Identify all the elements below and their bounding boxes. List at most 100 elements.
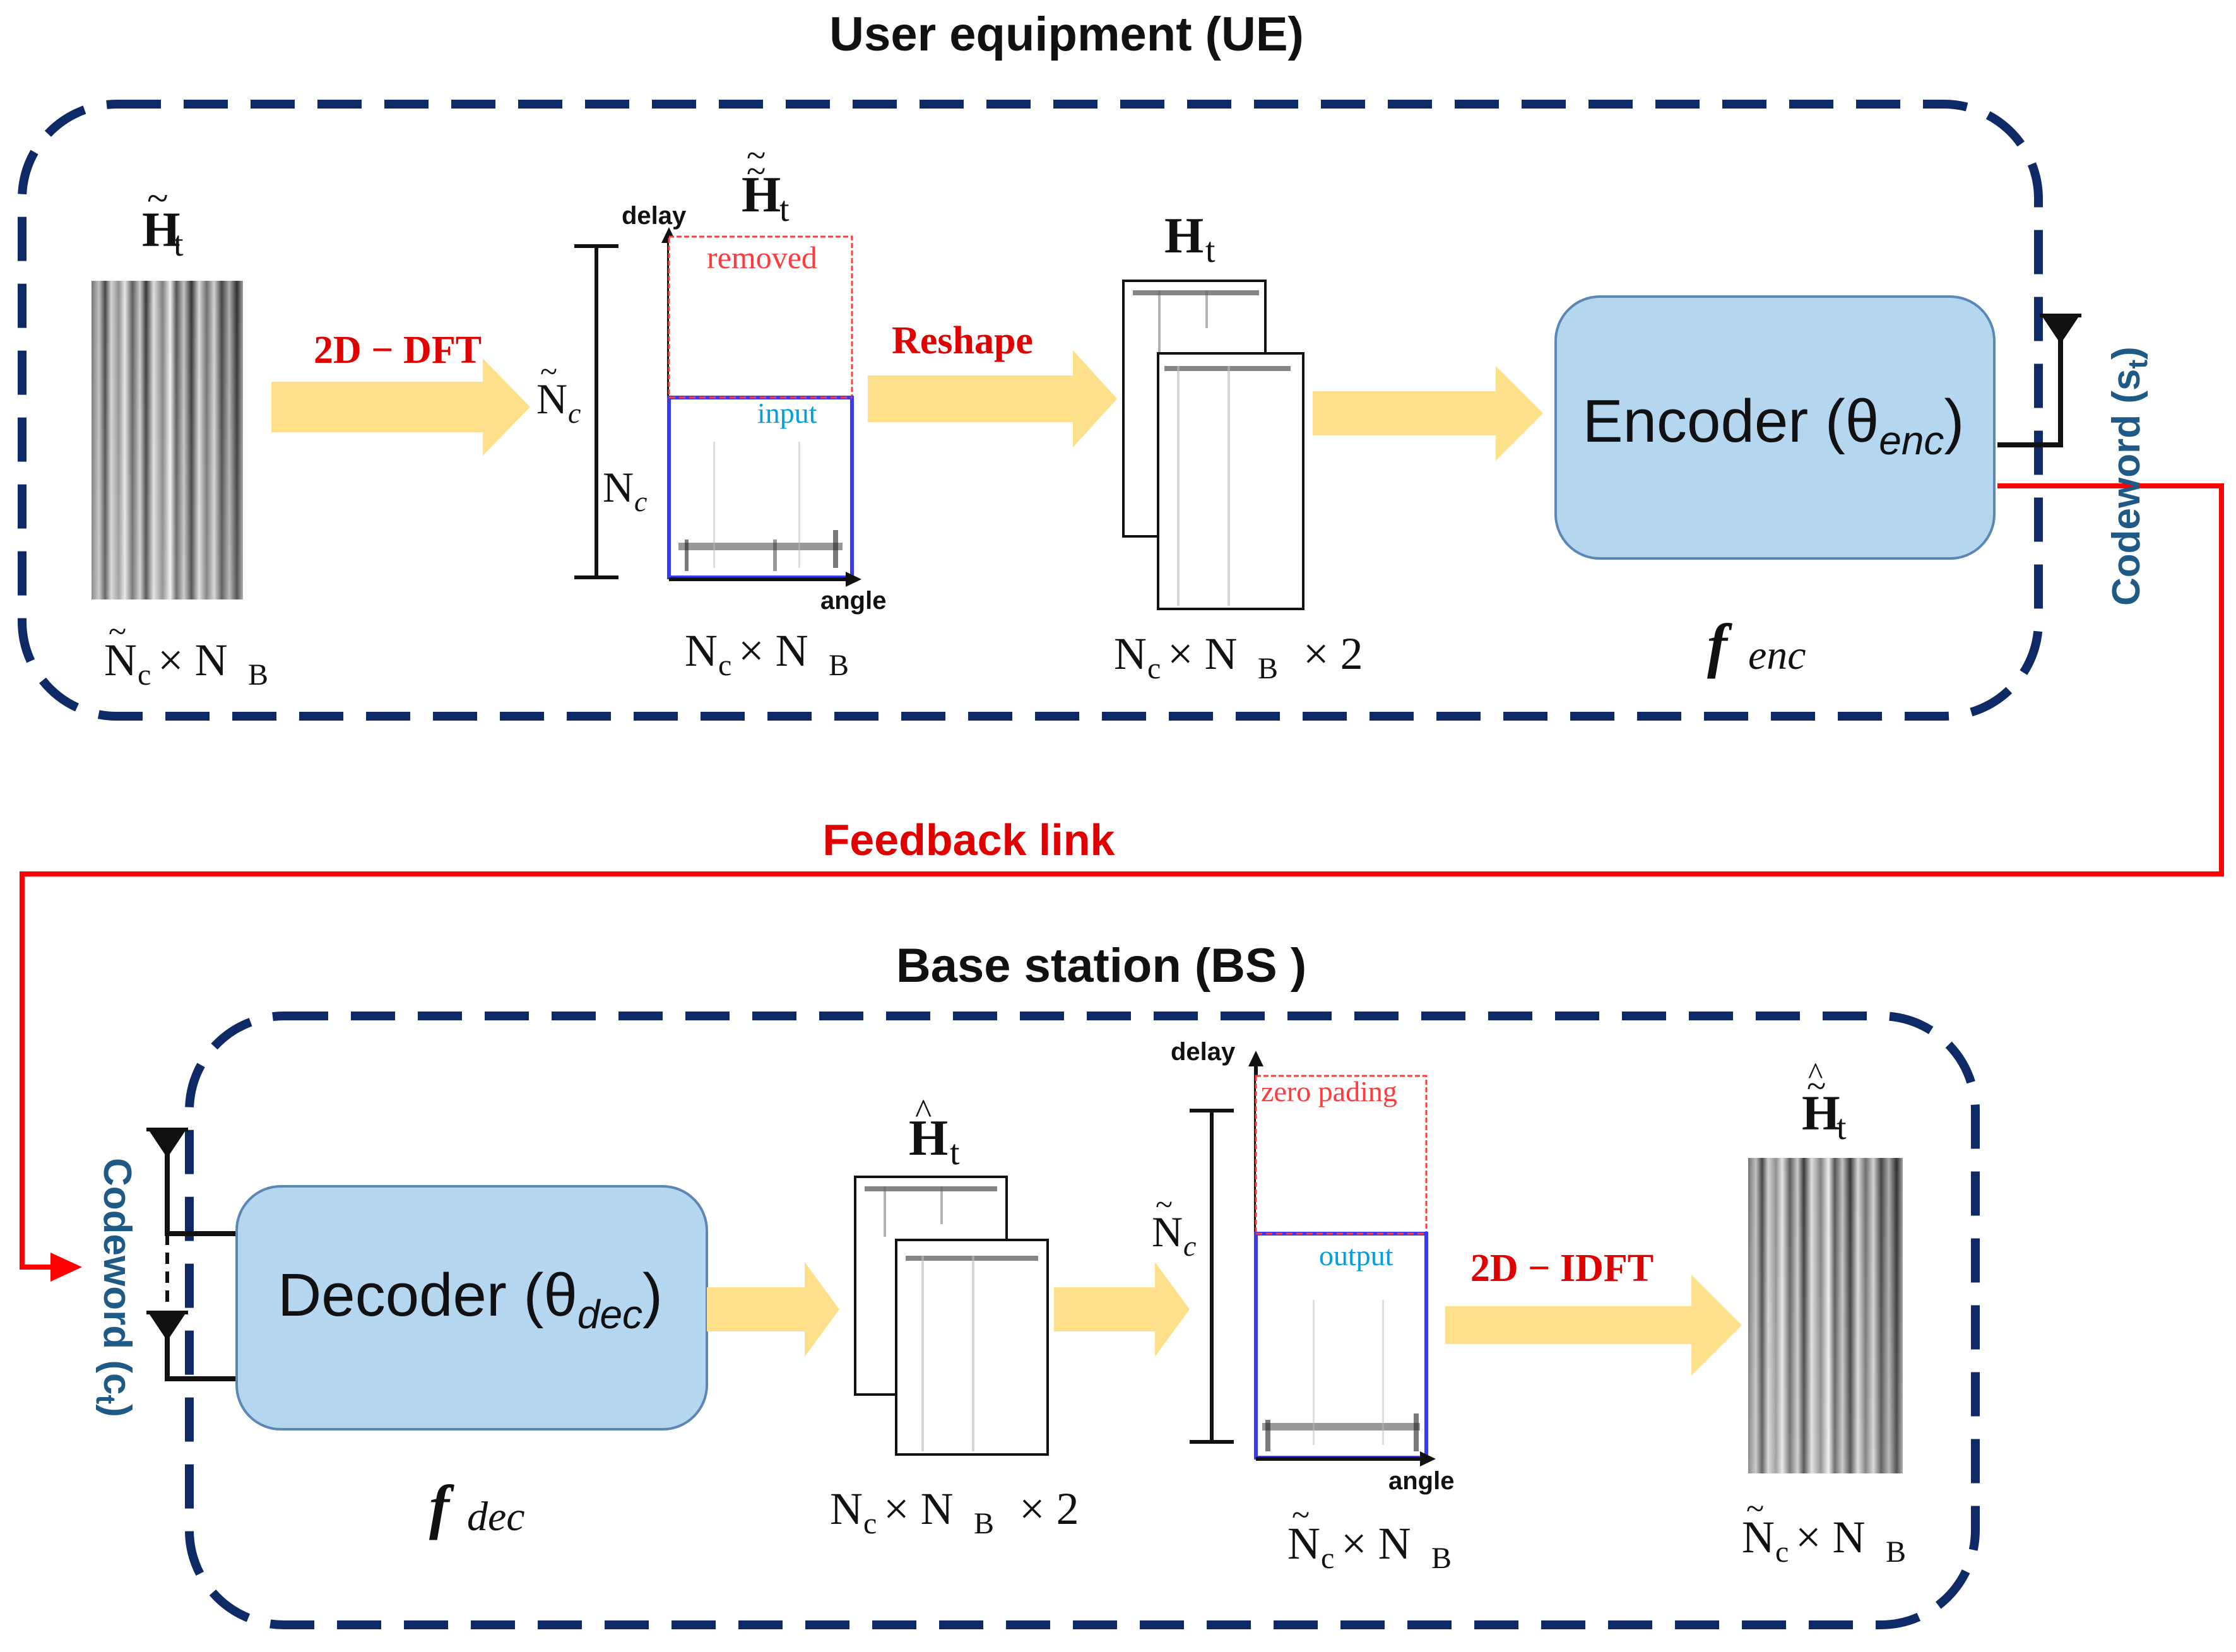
svg-text:~: ~ [540, 353, 557, 389]
svg-text:~: ~ [109, 614, 126, 650]
ue-antenna-icon [1997, 314, 2081, 447]
svg-text:~: ~ [147, 177, 169, 220]
ue-arrow-reshape-label: Reshape [892, 319, 1033, 362]
ue-dim-label-1: N ~ c × N B [104, 614, 268, 692]
bs-zero-pad-region [1255, 1075, 1428, 1235]
svg-text:~: ~ [747, 136, 766, 175]
svg-text:× N: × N [158, 635, 228, 685]
svg-text:Encoder (θenc): Encoder (θenc) [1583, 387, 1965, 463]
ue-title: User equipment (UE) [829, 8, 1304, 61]
svg-text:× N: × N [884, 1484, 954, 1534]
svg-text:H: H [142, 202, 180, 257]
svg-text:N: N [1742, 1512, 1775, 1562]
bs-hhat-frames: H t ^ [854, 1092, 1049, 1456]
svg-text:B: B [829, 649, 849, 682]
svg-text:H: H [909, 1111, 948, 1166]
svg-text:N: N [1287, 1518, 1320, 1569]
svg-text:B: B [248, 658, 268, 692]
svg-text:c: c [1147, 652, 1161, 685]
svg-text:N: N [830, 1484, 863, 1534]
encoder-block: Encoder (θenc) [1554, 295, 1996, 560]
bs-antenna-icon [146, 1128, 237, 1381]
ue-arrow-reshape [868, 350, 1117, 447]
ue-channel-image [92, 281, 243, 599]
svg-text:t: t [950, 1133, 960, 1172]
svg-text:B: B [1886, 1535, 1906, 1569]
bs-dim-label-3: N ~ c × N B [1742, 1491, 1906, 1569]
svg-text:N: N [1152, 1208, 1183, 1256]
svg-text:H: H [1802, 1085, 1840, 1140]
svg-text:c: c [138, 658, 151, 692]
svg-text:× N: × N [1795, 1512, 1866, 1562]
bs-delay-angle-plot: delay zero pading output angle N ~ c [1152, 1038, 1454, 1495]
svg-text:~: ~ [1292, 1497, 1310, 1533]
svg-text:~: ~ [1807, 1067, 1826, 1106]
feedback-arrowhead [50, 1253, 82, 1282]
bs-dim-label-2: N ~ c × N B [1287, 1497, 1452, 1575]
f-enc-label: f enc [1707, 611, 1806, 679]
ue-ht-frames: H t [1122, 208, 1304, 610]
svg-text:~: ~ [1746, 1491, 1764, 1527]
svg-text:B: B [974, 1507, 994, 1540]
f-dec-label: f dec [429, 1473, 525, 1540]
ue-removed-label: removed [707, 240, 817, 275]
ue-arrow-to-encoder [1313, 366, 1543, 461]
svg-text:c: c [863, 1507, 877, 1540]
ue-codeword-label: Codeword (st) [2105, 346, 2153, 606]
bs-arrow-to-plot [1054, 1262, 1190, 1357]
ue-arrow-dft [271, 358, 530, 456]
bs-output-label: output [1319, 1239, 1393, 1271]
svg-text:^: ^ [1808, 1056, 1823, 1091]
ue-dim-label-3: N c × N B × 2 [1114, 628, 1363, 685]
ue-h-tilde-label: H t ~ [142, 177, 184, 264]
bs-axis-angle: angle [1388, 1467, 1454, 1495]
bs-arrow-idft-label: 2D − IDFT [1470, 1247, 1653, 1290]
bs-final-label: H t ~ ^ [1802, 1056, 1847, 1147]
svg-text:f: f [429, 1473, 454, 1540]
ue-delay-angle-plot: H t ~ ~ delay removed input angle N ~ c … [536, 136, 886, 615]
svg-text:N: N [104, 635, 137, 685]
svg-text:H: H [1164, 208, 1204, 264]
bs-title: Base station (BS ) [896, 939, 1306, 993]
ue-axis-angle: angle [820, 587, 886, 615]
bs-codeword-label: Codeword (ct) [90, 1158, 139, 1417]
feedback-link-label: Feedback link [823, 815, 1115, 864]
svg-text:c: c [718, 649, 731, 682]
svg-text:c: c [1775, 1535, 1789, 1569]
svg-text:Decoder (θdec): Decoder (θdec) [278, 1261, 663, 1337]
svg-text:N: N [1114, 628, 1147, 679]
svg-text:Codeword (st): Codeword (st) [2105, 346, 2153, 606]
bs-reconstructed-image [1748, 1158, 1903, 1473]
svg-text:t: t [174, 225, 184, 264]
svg-text:B: B [1258, 652, 1278, 685]
svg-text:t: t [1205, 231, 1216, 270]
ue-arrow-dft-label: 2D − DFT [314, 329, 482, 372]
svg-text:enc: enc [1748, 632, 1806, 678]
svg-text:c: c [634, 485, 647, 517]
ue-axis-delay: delay [622, 202, 687, 230]
svg-text:t: t [1837, 1108, 1847, 1147]
svg-text:N: N [685, 625, 718, 676]
bs-arrow-from-decoder [707, 1262, 839, 1357]
svg-text:× N: × N [738, 625, 808, 676]
svg-text:c: c [568, 397, 581, 429]
bs-axis-delay: delay [1171, 1038, 1236, 1066]
bs-zero-pad-label: zero pading [1261, 1075, 1397, 1107]
svg-text:× 2: × 2 [1019, 1484, 1079, 1534]
svg-text:× 2: × 2 [1303, 628, 1363, 679]
bs-dim-label-1: N c × N B × 2 [830, 1484, 1079, 1540]
ue-dim-label-2: N c × N B [685, 625, 849, 682]
bs-boundary [185, 1012, 1980, 1629]
feedback-link-line [20, 483, 2224, 1270]
svg-text:c: c [1183, 1230, 1196, 1262]
svg-text:H: H [742, 167, 781, 223]
ue-boundary [18, 100, 2043, 721]
svg-text:c: c [1321, 1542, 1334, 1575]
svg-text:× N: × N [1341, 1518, 1411, 1569]
svg-text:~: ~ [1156, 1186, 1173, 1222]
svg-text:dec: dec [467, 1494, 525, 1540]
ue-input-label: input [757, 397, 817, 429]
svg-text:~: ~ [747, 152, 766, 191]
svg-text:f: f [1707, 611, 1732, 679]
decoder-block: Decoder (θdec) [235, 1185, 708, 1431]
